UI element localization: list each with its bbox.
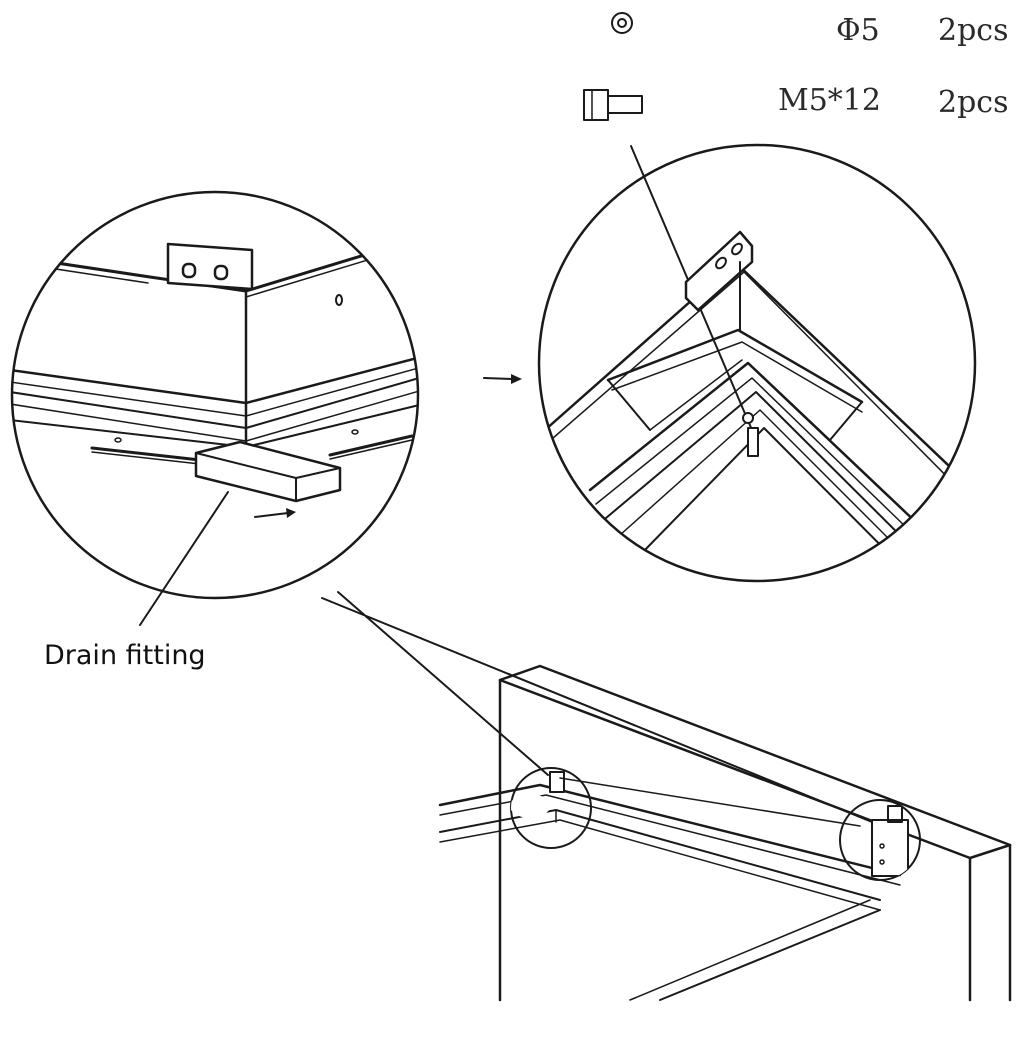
detail-circle-drain bbox=[10, 190, 420, 600]
bolt-size-label: M5*12 bbox=[778, 83, 881, 118]
detail-circle-corner bbox=[537, 143, 977, 583]
frame-overview bbox=[321, 591, 1012, 1002]
direction-arrow bbox=[483, 374, 522, 384]
washer-qty-label: 2pcs bbox=[938, 13, 1009, 48]
drain-fitting-label: Drain fitting bbox=[44, 640, 206, 671]
bolt-qty-label: 2pcs bbox=[938, 85, 1009, 120]
washer-icon bbox=[611, 12, 633, 34]
washer-size-label: Φ5 bbox=[836, 13, 880, 48]
drain-leader-line bbox=[139, 491, 229, 626]
bolt-icon bbox=[583, 89, 643, 121]
blur-overlay bbox=[0, 780, 440, 1035]
